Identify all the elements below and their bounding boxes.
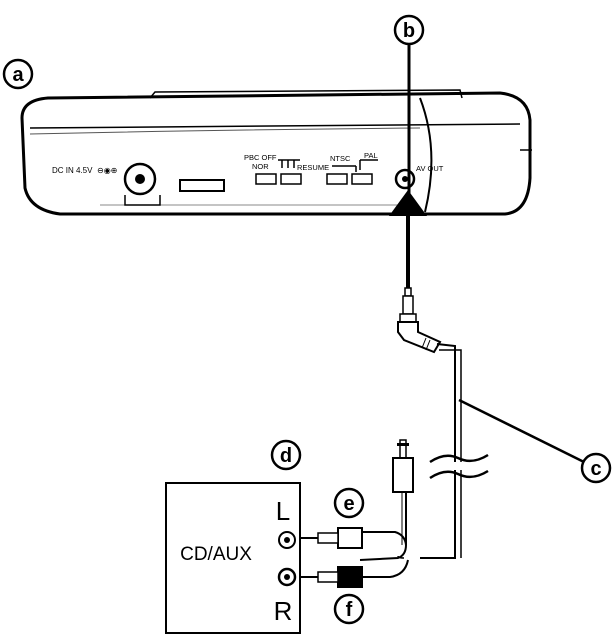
resume-switch (280, 173, 302, 185)
callout-e: e (333, 487, 365, 519)
callout-b: b (393, 14, 425, 200)
ntsc-label: NTSC (330, 154, 351, 163)
pbc-switch (255, 173, 277, 185)
pbc-off-label: PBC OFF (244, 153, 277, 162)
callout-d: d (270, 439, 302, 471)
pal-switch (351, 173, 373, 185)
callout-b-letter: b (403, 20, 415, 42)
resume-label: RESUME (297, 163, 329, 172)
ntsc-switch (326, 173, 348, 185)
callout-f: f (333, 593, 365, 625)
right-channel-label: R (274, 596, 293, 626)
component-name: CD/AUX (180, 544, 252, 565)
callout-d-letter: d (280, 445, 292, 467)
callout-c: c (580, 452, 612, 484)
callout-f-letter: f (346, 599, 353, 621)
callout-a: a (2, 58, 34, 90)
callout-a-letter: a (12, 64, 24, 86)
portable-player: DC IN 4.5V ⊖◉⊕ PBC OFF NOR RESUME NTSC P… (20, 89, 532, 216)
nor-label: NOR (252, 162, 269, 171)
left-channel-label: L (276, 496, 290, 526)
card-slot (179, 179, 225, 192)
av-out-label: AV OUT (416, 164, 444, 173)
dc-in-label: DC IN 4.5V (52, 166, 93, 175)
connection-arrow (389, 190, 427, 288)
polarity-icon: ⊖◉⊕ (97, 166, 117, 175)
callout-e-letter: e (343, 493, 354, 515)
pal-label: PAL (364, 151, 378, 160)
cd-aux-component: CD/AUX L R (165, 482, 301, 634)
av-cable (296, 287, 587, 588)
callout-c-letter: c (590, 458, 601, 480)
